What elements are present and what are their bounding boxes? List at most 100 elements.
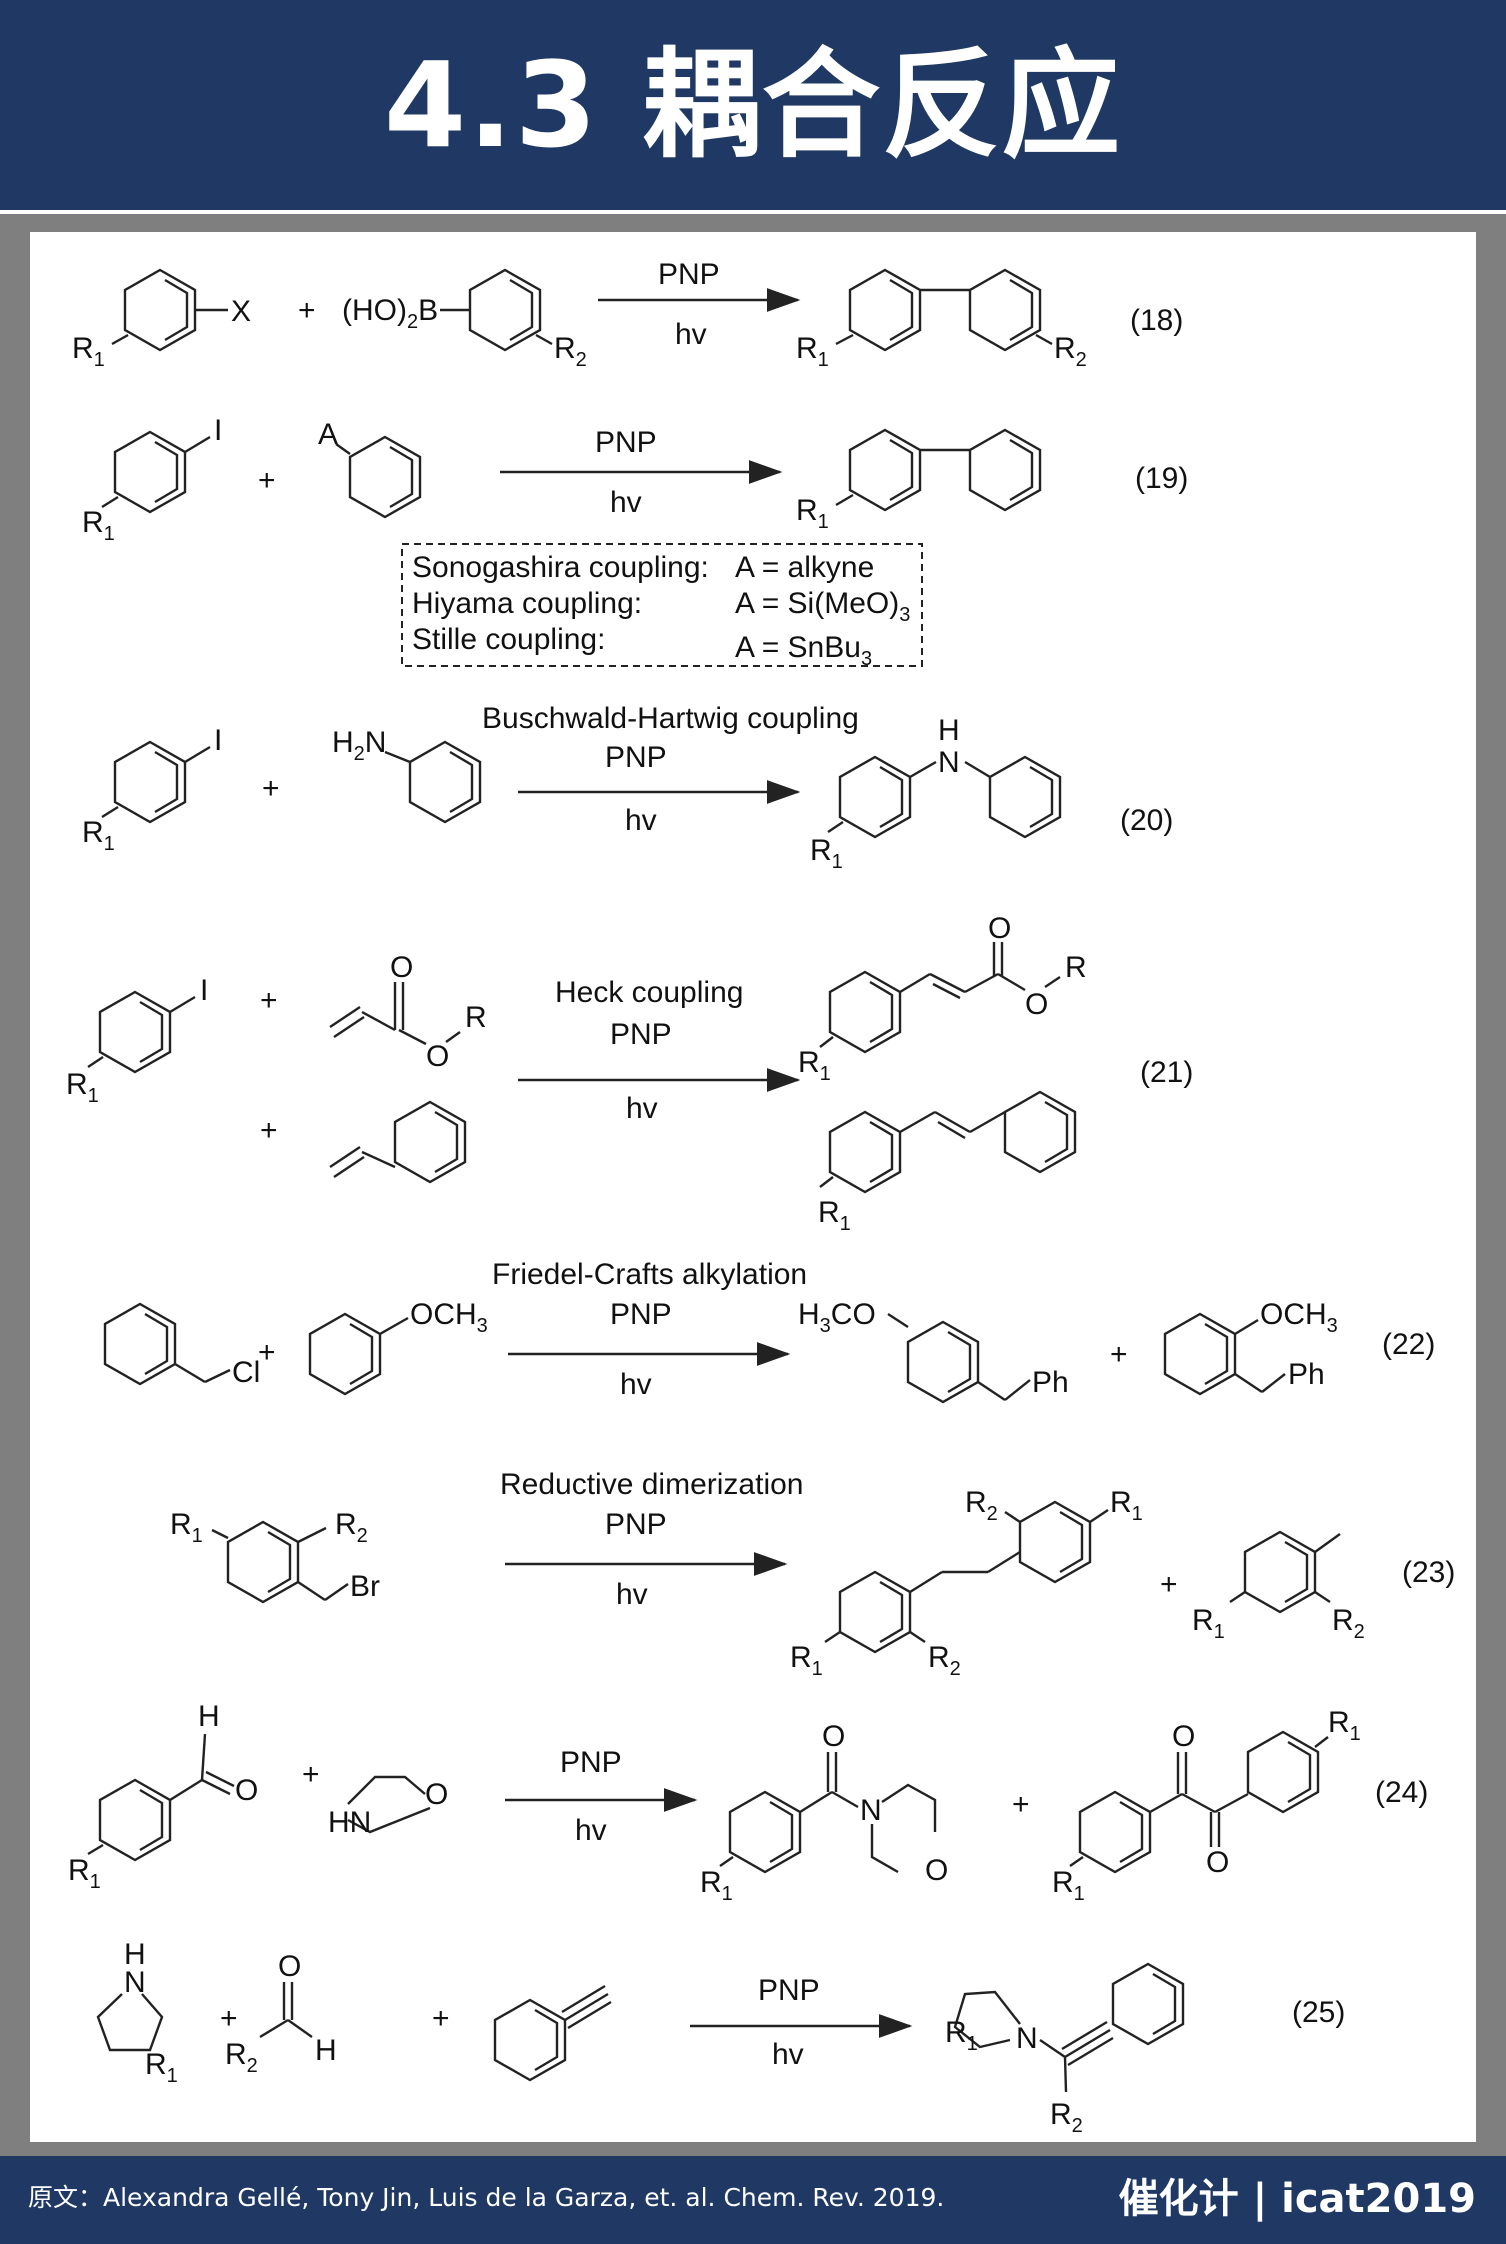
r1-label: R1 bbox=[1052, 1866, 1085, 1905]
cinnamate-product bbox=[828, 942, 1061, 1054]
light-label: hv bbox=[575, 1814, 607, 1847]
page-title: 4.3 耦合反应 bbox=[383, 36, 1123, 174]
r2-label: R2 bbox=[1054, 332, 1087, 371]
r1-label: R1 bbox=[68, 1854, 101, 1893]
plus-sign: + bbox=[258, 464, 276, 497]
benzaldehyde bbox=[87, 1733, 235, 1862]
aldehyde-hydrogen: H bbox=[198, 1700, 220, 1733]
plus-sign: + bbox=[258, 1336, 276, 1369]
light-label: hv bbox=[626, 1092, 658, 1125]
bibenzyl-product bbox=[824, 1500, 1109, 1654]
reaction-number: (21) bbox=[1140, 1056, 1193, 1089]
reaction-number: (25) bbox=[1292, 1996, 1345, 2029]
reaction-number: (19) bbox=[1135, 462, 1188, 495]
pyrrolidine bbox=[96, 1993, 164, 2052]
aldehyde bbox=[259, 1982, 313, 2039]
reaction-name: Reductive dimerization bbox=[500, 1468, 803, 1501]
ortho-product bbox=[1163, 1312, 1286, 1396]
brand-label: 催化计 | icat2019 bbox=[1118, 2176, 1476, 2222]
plus-sign: + bbox=[260, 984, 278, 1017]
r1-label: R1 bbox=[796, 332, 829, 371]
r1-label: R1 bbox=[700, 1866, 733, 1905]
benzyl-bromide bbox=[211, 1520, 349, 1604]
plus-sign: + bbox=[298, 294, 316, 327]
plus-sign: + bbox=[302, 1758, 320, 1791]
r1-label: R1 bbox=[1328, 1706, 1361, 1745]
amine-nitrogen: N bbox=[1016, 2022, 1038, 2055]
r2-label: R2 bbox=[928, 1641, 961, 1680]
carbonyl-oxygen: O bbox=[278, 1950, 301, 1983]
morpholine bbox=[347, 1775, 431, 1834]
iodobenzene bbox=[113, 740, 211, 824]
coupling-name: Hiyama coupling: bbox=[412, 587, 642, 620]
benzene-ring bbox=[123, 268, 197, 352]
catalyst-label: PNP bbox=[605, 741, 667, 774]
scheme-panel bbox=[30, 232, 1476, 2142]
reaction-number: (18) bbox=[1130, 304, 1183, 337]
light-label: hv bbox=[616, 1578, 648, 1611]
ester-oxygen: O bbox=[426, 1040, 449, 1073]
substituent-a: A bbox=[318, 418, 338, 451]
styrene bbox=[329, 1100, 467, 1184]
reaction-number: (20) bbox=[1120, 804, 1173, 837]
amide-product bbox=[719, 1752, 937, 1874]
reaction-name: Friedel-Crafts alkylation bbox=[492, 1258, 807, 1291]
r2-label: R2 bbox=[335, 1508, 368, 1547]
reaction-name: Heck coupling bbox=[555, 976, 743, 1009]
iodine-label: I bbox=[214, 724, 222, 757]
footer-bar bbox=[0, 2156, 1506, 2244]
reaction-number: (22) bbox=[1382, 1328, 1435, 1361]
source-citation: 原文：Alexandra Gellé, Tony Jin, Luis de la… bbox=[28, 2183, 945, 2212]
morpholine-oxygen: O bbox=[925, 1854, 948, 1887]
carbonyl-oxygen: O bbox=[1172, 1720, 1195, 1753]
r1-label: R1 bbox=[82, 816, 115, 855]
r1-label: R1 bbox=[790, 1641, 823, 1680]
catalyst-label: PNP bbox=[758, 1974, 820, 2007]
header-bar bbox=[0, 0, 1506, 210]
propargylamine-product bbox=[953, 1962, 1185, 2093]
reagent-value: A = SnBu3 bbox=[735, 631, 872, 670]
aniline-ring bbox=[408, 740, 482, 824]
biphenyl-product bbox=[848, 428, 1042, 512]
reaction-number: (23) bbox=[1402, 1556, 1455, 1589]
methoxy-label: OCH3 bbox=[1260, 1298, 1338, 1337]
reaction-19: I R1 + A PNP hv R1 (19) Sonogashira coup… bbox=[82, 414, 1188, 670]
iodine-label: I bbox=[214, 414, 222, 447]
catalyst-label: PNP bbox=[610, 1298, 672, 1331]
methoxy-label: OCH3 bbox=[410, 1298, 488, 1337]
coupling-variants-box bbox=[401, 543, 923, 667]
reaction-18: X R1 + (HO)2B R2 PNP hv R1 R2 (18) bbox=[72, 258, 1183, 371]
reaction-21: I R1 + + O O R Heck coupling PNP hv bbox=[66, 912, 1193, 1235]
coupling-name: Sonogashira coupling: bbox=[412, 551, 709, 584]
boronic-acid-label: (HO)2B bbox=[342, 294, 438, 333]
catalyst-label: PNP bbox=[605, 1508, 667, 1541]
reaction-23: R1 R2 Br Reductive dimerization PNP hv bbox=[170, 1468, 1455, 1680]
aldehyde-hydrogen: H bbox=[315, 2034, 337, 2067]
stilbene-product bbox=[828, 1090, 1077, 1194]
nh-hydrogen: H bbox=[124, 1938, 146, 1971]
phenyl-label: Ph bbox=[1288, 1358, 1325, 1391]
r1-label: R1 bbox=[818, 1196, 851, 1235]
reaction-number: (24) bbox=[1375, 1776, 1428, 1809]
plus-sign: + bbox=[432, 2002, 450, 2035]
r2-label: R2 bbox=[554, 332, 587, 371]
light-label: hv bbox=[772, 2038, 804, 2071]
diphenylamine-product bbox=[838, 755, 1062, 839]
r2-label: R2 bbox=[1332, 1604, 1365, 1643]
r1-label: R1 bbox=[945, 2016, 978, 2055]
catalyst-label: PNP bbox=[610, 1018, 672, 1051]
r1-label: R1 bbox=[66, 1068, 99, 1107]
morpholine-nh: HN bbox=[328, 1806, 371, 1839]
carbonyl-oxygen: O bbox=[235, 1774, 258, 1807]
r1-label: R1 bbox=[798, 1046, 831, 1085]
benzil-product bbox=[1069, 1730, 1329, 1874]
bromine-label: Br bbox=[350, 1570, 380, 1603]
light-label: hv bbox=[625, 804, 657, 837]
catalyst-label: PNP bbox=[658, 258, 720, 291]
coupling-name: Stille coupling: bbox=[412, 623, 605, 656]
phenyl-label: Ph bbox=[1032, 1366, 1069, 1399]
para-product bbox=[887, 1312, 1031, 1404]
r1-label: R1 bbox=[810, 834, 843, 873]
plus-sign: + bbox=[220, 2002, 238, 2035]
amine-label: H2N bbox=[332, 726, 386, 765]
